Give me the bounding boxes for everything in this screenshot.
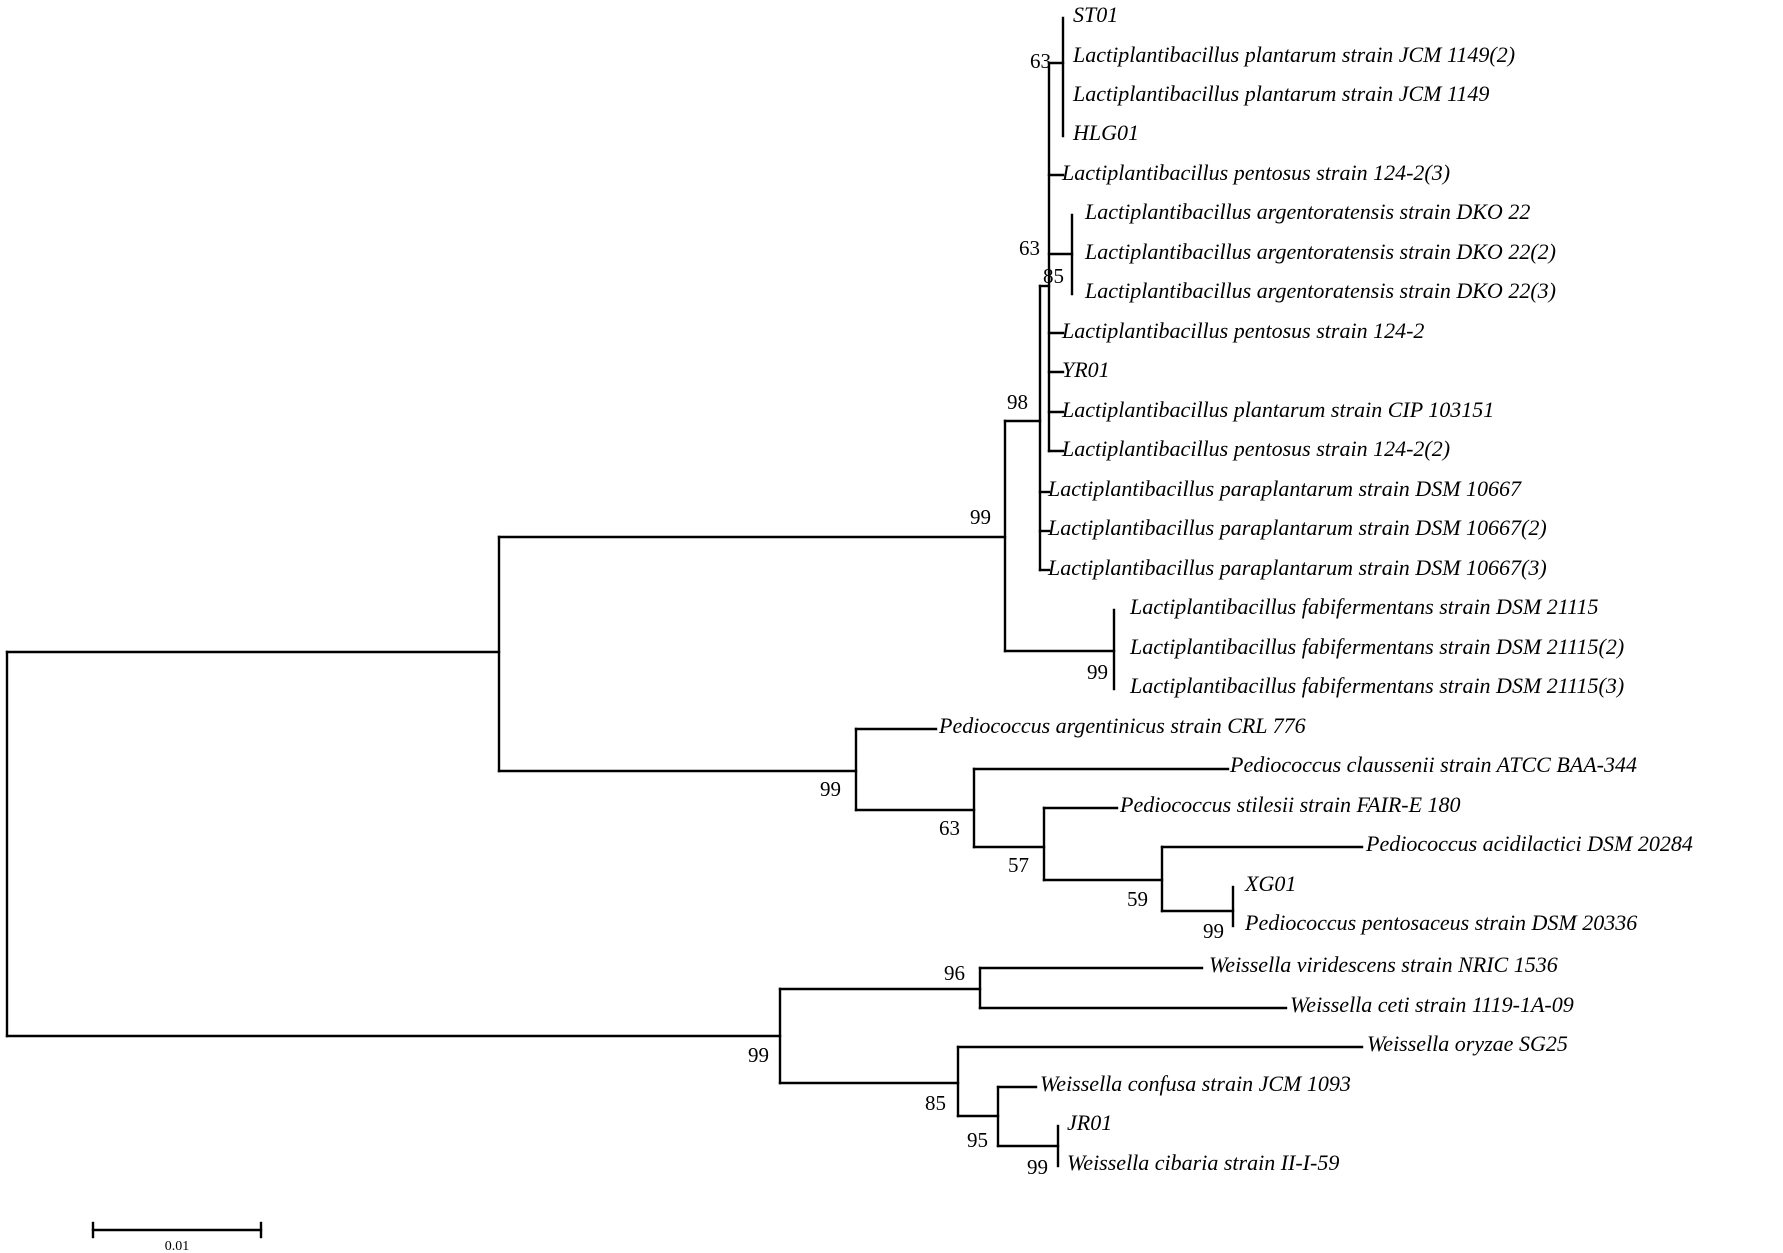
taxon-label-dsm20284: Pediococcus acidilactici DSM 20284 xyxy=(1365,831,1693,856)
taxon-label-jcm1149-2: Lactiplantibacillus plantarum strain JCM… xyxy=(1072,42,1515,67)
taxon-label-nric1536: Weissella viridescens strain NRIC 1536 xyxy=(1209,952,1558,977)
bootstrap-value: 99 xyxy=(748,1043,769,1067)
taxon-label-xg01: XG01 xyxy=(1244,871,1296,896)
bootstrap-value: 96 xyxy=(944,961,965,985)
taxon-label-cibaria: Weissella cibaria strain II-I-59 xyxy=(1067,1150,1339,1175)
taxon-label-pentosus-124-2-2: Lactiplantibacillus pentosus strain 124-… xyxy=(1061,436,1450,461)
taxon-label-dsm20336: Pediococcus pentosaceus strain DSM 20336 xyxy=(1244,910,1637,935)
taxon-label-dsm10667: Lactiplantibacillus paraplantarum strain… xyxy=(1047,476,1522,501)
bootstrap-value: 99 xyxy=(820,777,841,801)
bootstrap-value: 95 xyxy=(967,1128,988,1152)
taxon-label-dsm21115-3: Lactiplantibacillus fabifermentans strai… xyxy=(1129,673,1624,698)
taxon-label-baa344: Pediococcus claussenii strain ATCC BAA-3… xyxy=(1229,752,1637,777)
taxon-label-jcm1149: Lactiplantibacillus plantarum strain JCM… xyxy=(1072,81,1489,106)
bootstrap-value: 63 xyxy=(1030,49,1051,73)
bootstrap-value: 85 xyxy=(925,1091,946,1115)
bootstrap-value: 99 xyxy=(970,505,991,529)
bootstrap-value: 57 xyxy=(1008,853,1029,877)
bootstrap-value: 99 xyxy=(1027,1155,1048,1179)
taxon-label-ceti: Weissella ceti strain 1119-1A-09 xyxy=(1290,992,1574,1017)
taxon-label-dko22: Lactiplantibacillus argentoratensis stra… xyxy=(1084,199,1530,224)
scale-bar: 0.01 xyxy=(91,1221,263,1253)
bootstrap-value: 99 xyxy=(1087,660,1108,684)
scale-bar-label: 0.01 xyxy=(165,1239,190,1253)
taxon-label-jcm1093: Weissella confusa strain JCM 1093 xyxy=(1040,1071,1351,1096)
taxon-label-sg25: Weissella oryzae SG25 xyxy=(1367,1031,1568,1056)
taxon-label-jr01: JR01 xyxy=(1067,1110,1112,1135)
tree-branches xyxy=(5,16,1364,1168)
taxon-label-cip103151: Lactiplantibacillus plantarum strain CIP… xyxy=(1061,397,1494,422)
taxon-label-pentosus-124-2-3: Lactiplantibacillus pentosus strain 124-… xyxy=(1061,160,1450,185)
bootstrap-values: 63 63 85 98 99 99 99 63 57 59 99 99 96 8… xyxy=(748,49,1224,1179)
taxon-label-dsm10667-2: Lactiplantibacillus paraplantarum strain… xyxy=(1047,515,1547,540)
bootstrap-value: 98 xyxy=(1007,390,1028,414)
bootstrap-value: 99 xyxy=(1203,919,1224,943)
bootstrap-value: 63 xyxy=(939,816,960,840)
taxon-label-yr01: YR01 xyxy=(1062,357,1110,382)
taxon-label-dko22-2: Lactiplantibacillus argentoratensis stra… xyxy=(1084,239,1556,264)
taxon-label-pentosus-124-2: Lactiplantibacillus pentosus strain 124-… xyxy=(1061,318,1424,343)
bootstrap-value: 59 xyxy=(1127,887,1148,911)
taxon-label-crl776: Pediococcus argentinicus strain CRL 776 xyxy=(938,713,1306,738)
taxon-labels: ST01 Lactiplantibacillus plantarum strai… xyxy=(938,2,1693,1175)
taxon-label-dko22-3: Lactiplantibacillus argentoratensis stra… xyxy=(1084,278,1556,303)
bootstrap-value: 63 xyxy=(1019,236,1040,260)
taxon-label-faire180: Pediococcus stilesii strain FAIR-E 180 xyxy=(1119,792,1461,817)
taxon-label-dsm21115: Lactiplantibacillus fabifermentans strai… xyxy=(1129,594,1599,619)
taxon-label-st01: ST01 xyxy=(1073,2,1118,27)
bootstrap-value: 85 xyxy=(1043,264,1064,288)
taxon-label-dsm10667-3: Lactiplantibacillus paraplantarum strain… xyxy=(1047,555,1547,580)
taxon-label-dsm21115-2: Lactiplantibacillus fabifermentans strai… xyxy=(1129,634,1624,659)
taxon-label-hlg01: HLG01 xyxy=(1072,120,1139,145)
